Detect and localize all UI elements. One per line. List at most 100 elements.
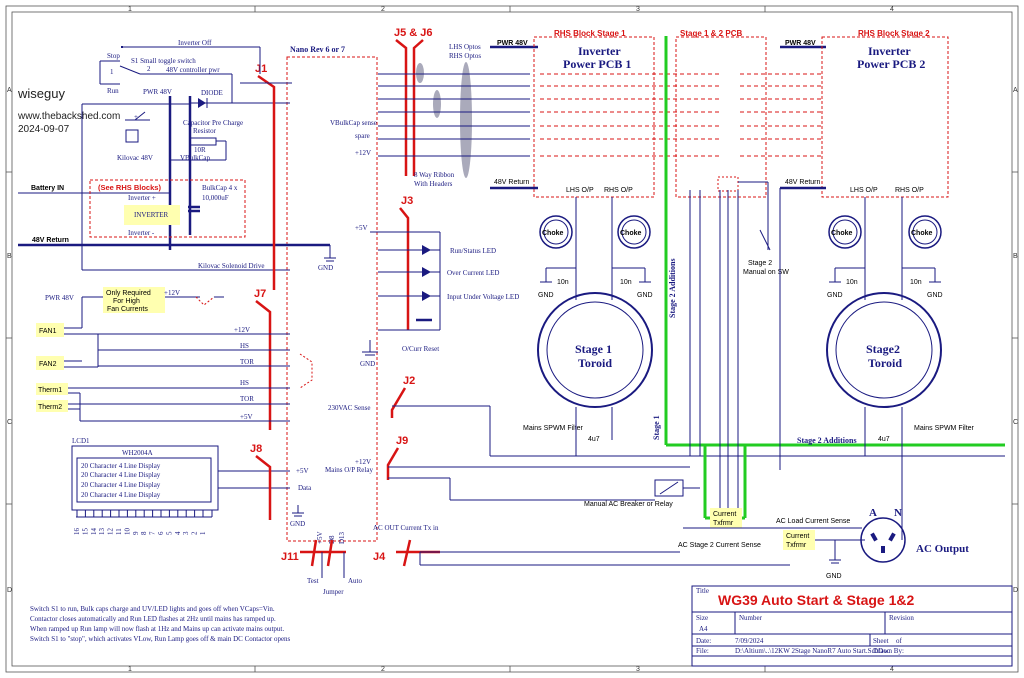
pcb12-section: Stage 1 & 2 PCB Stage 2 Manual on SW [664,29,1005,525]
fan2-box [36,356,64,370]
precharge-label: Capacitor Pre Charge [183,119,243,127]
s1-pos-1: 1 [110,68,114,76]
r10-label: 10R [194,146,206,154]
therm1-box [36,383,68,395]
j7-label: J7 [254,288,266,300]
kilovac-label: Kilovac 48V [117,154,153,162]
stage1-gnd2: GND [637,292,653,299]
stage1-section: PWR 48V RHS Block Stage 1 Inverter Power… [490,29,677,456]
current1-label: Current [713,511,736,518]
grid-col-4-bottom: 4 [890,666,894,673]
size-value: A4 [699,625,708,633]
lcd-pin-label: 11 [115,528,123,535]
therm2-box [36,400,68,412]
file-value: D:\Altium\..\12KW 2Stage NanoR7 Auto Sta… [735,647,890,655]
note-2: Contactor closes automatically and Run L… [30,615,276,623]
title-caption: Title [696,587,709,595]
stage1-lhs-label: LHS O/P [566,187,594,194]
lcd-pin-label: 3 [182,531,190,535]
stage2-sense-label: AC Stage 2 Current Sense [678,542,761,549]
txfrmr1-label: Txfrmr [713,520,734,527]
lhs-optos-marker [416,63,424,83]
connector-j1: J1 [240,47,292,290]
note-1: Switch S1 to run, Bulk caps charge and U… [30,605,275,613]
lcd-pin-label: 15 [81,528,89,536]
stage2-section: PWR 48V RHS Block Stage 2 Inverter Power… [779,29,975,540]
stage2-block-label: RHS Block Stage 2 [858,29,930,38]
stage2-toroid-title: Stage2 [866,342,900,356]
stage1-toroid-sub: Toroid [578,356,612,370]
precharge-resistor [189,137,217,146]
stage1-cap-label: 4u7 [588,436,600,443]
title-block: Title WG39 Auto Start & Stage 1&2 Size A… [691,585,1013,667]
run-led-label: Run/Status LED [450,247,496,255]
j4-label: J4 [373,551,386,563]
file-caption: File: [696,647,709,655]
see-rhs-label: (See RHS Blocks) [98,183,161,192]
lcd-screen [76,457,212,503]
run-label: Run [107,87,119,95]
lcd-outline [71,445,219,511]
auto-label: Auto [348,577,363,585]
grid-labels: 1 2 3 4 1 2 3 4 A B C D A B C D [7,6,1018,673]
j11-pin-5v: +5V [316,531,324,544]
stage2-gnd2: GND [927,292,943,299]
grid-col-2-bottom: 2 [381,666,385,673]
j4-ac-out-label: AC OUT Current Tx in [373,524,439,532]
gnd-lcd-label: GND [290,520,305,528]
stage2-cap-label: 4u7 [878,436,890,443]
connector-j11-j4: +5V D8 D13 J11 Test Auto Jumper AC OUT C… [281,524,790,596]
stage1-choke2-label: Choke [620,230,642,237]
stage2-sw-label: Stage 2 [748,260,772,267]
rhs-optos-label: RHS Optos [449,52,481,60]
lcd-pin-label: 5 [165,531,173,535]
ret48-stage1-label: 48V Return [494,179,530,186]
bulkcap-label: BulkCap 4 x [202,184,238,192]
test-label: Test [307,577,319,585]
stage1-gnd1: GND [538,292,554,299]
stage2-additions-vertical: Stage 2 Additions [668,258,677,318]
resistor-label: Resistor [193,127,217,135]
stage1-title-2: Power PCB 1 [563,57,631,71]
ac-socket [860,517,906,563]
stage1-c2-label: 10n [620,279,632,286]
bulkcap-value: 10,000uF [202,194,229,202]
spare-label: spare [355,132,370,140]
lhs-optos-label: LHS Optos [449,43,481,51]
drawing-title: WG39 Auto Start & Stage 1&2 [718,592,915,608]
v12-j9-label: +12V [355,458,371,466]
grid-col-3-bottom: 3 [636,666,640,673]
lcd-pin-label: 10 [123,528,131,536]
connector-j7: PWR 48V Only Required For High Fan Curre… [36,287,313,430]
nano-board-outline [286,56,378,542]
stage2-choke1-label: Choke [831,230,853,237]
plus-label: + [134,113,138,121]
data-lcd-label: Data [298,484,312,492]
therm2-label: Therm2 [38,404,62,411]
lcd-pin-label: 7 [149,531,157,535]
only-required-label: Only Required [106,290,151,297]
lcd-pin-label: 13 [98,528,106,536]
grid-col-4: 4 [890,6,894,13]
v5-j3-label: +5V [355,224,368,232]
stage2-choke2-label: Choke [911,230,933,237]
lcd-pin-label: 2 [191,531,199,535]
grid-row-a: A [7,87,12,94]
jumper-label: Jumper [323,588,344,596]
controller-pwr-label: 48V controller pwr [166,66,220,74]
inverter-minus-label: Inverter - [128,229,155,237]
kilovac-drive-label: Kilovac Solenoid Drive [198,262,265,270]
led-uv-symbol [422,291,431,301]
fan2-label: FAN2 [39,361,57,368]
j8-label: J8 [250,443,262,455]
ac-n-label: N [894,507,902,519]
gnd-j3-label: GND [360,360,375,368]
diode-label: DIODE [201,89,223,97]
grid-row-b: B [7,253,12,260]
watermark-user: wiseguy [17,86,65,101]
pwr48-stage1-label: PWR 48V [497,40,528,47]
for-high-label: For High [113,298,140,305]
stage2-additions-label: Stage 2 Additions [797,436,857,445]
sense-230-label: 230VAC Sense [328,404,370,412]
